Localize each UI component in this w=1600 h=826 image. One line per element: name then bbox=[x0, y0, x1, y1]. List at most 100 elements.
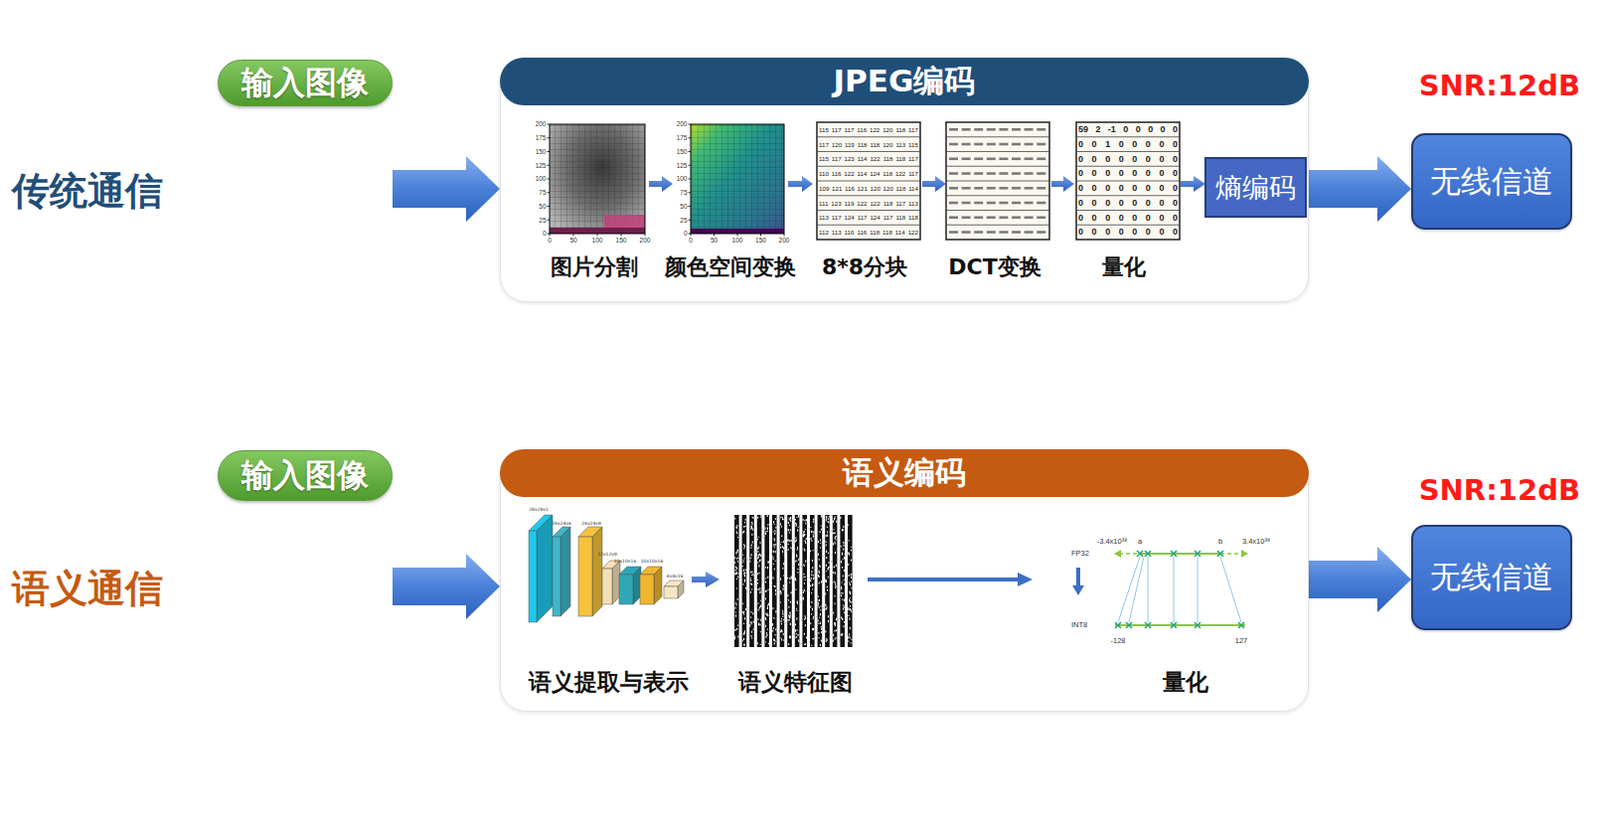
feature-speck bbox=[739, 528, 742, 531]
matrix-line bbox=[1076, 136, 1180, 138]
tick-label: 150 bbox=[676, 148, 688, 156]
feature-speck bbox=[744, 521, 746, 524]
feature-speck bbox=[809, 550, 811, 553]
feature-speck bbox=[825, 640, 827, 642]
feature-speck bbox=[848, 615, 850, 617]
feature-speck bbox=[736, 578, 738, 580]
tick-label: 200 bbox=[640, 236, 651, 244]
feature-speck bbox=[734, 637, 736, 640]
feature-speck bbox=[742, 565, 744, 567]
feature-speck bbox=[773, 557, 775, 560]
feature-speck bbox=[757, 561, 759, 563]
feature-speck bbox=[796, 516, 798, 518]
feature-speck bbox=[822, 537, 825, 540]
feature-speck bbox=[745, 572, 747, 574]
tick-mark bbox=[688, 219, 692, 221]
feature-speck bbox=[752, 540, 754, 543]
feature-speck bbox=[849, 608, 851, 611]
feature-speck bbox=[749, 624, 751, 627]
feature-bar bbox=[764, 514, 770, 647]
feature-speck bbox=[788, 528, 790, 531]
value-mark bbox=[998, 215, 1008, 219]
feature-speck bbox=[803, 549, 805, 552]
feature-speck bbox=[739, 520, 742, 523]
feature-speck bbox=[785, 606, 788, 609]
feature-speck bbox=[825, 515, 827, 518]
feature-speck bbox=[835, 520, 837, 523]
value-mark bbox=[961, 230, 971, 234]
feature-speck bbox=[738, 560, 741, 563]
axis-value: b bbox=[1218, 537, 1223, 547]
feature-speck bbox=[754, 573, 757, 576]
feature-speck bbox=[760, 514, 762, 516]
feature-speck bbox=[811, 584, 813, 587]
feature-speck bbox=[780, 637, 782, 639]
feature-speck bbox=[842, 604, 844, 606]
feature-speck bbox=[843, 583, 845, 585]
feature-speck bbox=[844, 634, 847, 637]
feature-speck bbox=[742, 583, 744, 585]
layer-block bbox=[536, 514, 553, 623]
block-arrow bbox=[1308, 546, 1412, 613]
feature-speck bbox=[816, 620, 819, 623]
feature-speck bbox=[812, 530, 814, 533]
feature-speck bbox=[848, 539, 850, 541]
matrix-line bbox=[816, 194, 921, 196]
feature-speck bbox=[809, 622, 811, 625]
feature-speck bbox=[735, 566, 737, 569]
feature-speck bbox=[751, 574, 753, 576]
feature-speck bbox=[826, 568, 828, 570]
tick-label: 75 bbox=[538, 188, 546, 196]
feature-speck bbox=[785, 522, 788, 525]
feature-speck bbox=[767, 606, 769, 609]
feature-speck bbox=[812, 638, 814, 640]
feature-speck bbox=[743, 525, 745, 527]
feature-speck bbox=[743, 557, 745, 559]
tick-mark bbox=[597, 233, 599, 237]
matrix-line bbox=[1076, 165, 1180, 167]
channel-box: 无线信道 bbox=[1411, 133, 1573, 230]
feature-speck bbox=[795, 579, 797, 581]
feature-bar bbox=[787, 514, 793, 647]
feature-speck bbox=[848, 633, 850, 636]
feature-speck bbox=[750, 527, 752, 530]
feature-speck bbox=[820, 514, 822, 517]
feature-speck bbox=[790, 546, 792, 549]
feature-speck bbox=[803, 576, 805, 578]
feature-speck bbox=[804, 624, 806, 627]
feature-speck bbox=[848, 599, 850, 602]
feature-speck bbox=[744, 545, 746, 548]
feature-speck bbox=[821, 538, 824, 541]
feature-speck bbox=[773, 530, 775, 532]
feature-speck bbox=[826, 639, 828, 640]
feature-speck bbox=[767, 527, 769, 530]
value-mark bbox=[973, 215, 983, 219]
feature-speck bbox=[817, 619, 819, 622]
feature-speck bbox=[810, 601, 812, 604]
axis-value: FP32 bbox=[1071, 549, 1090, 559]
matrix-line bbox=[946, 224, 1050, 226]
feature-speck bbox=[828, 566, 830, 568]
feature-speck bbox=[803, 618, 805, 621]
matrix-line bbox=[1076, 209, 1180, 211]
layer-block bbox=[619, 574, 634, 605]
feature-speck bbox=[739, 552, 742, 555]
feature-speck bbox=[736, 524, 738, 527]
tick-label: 200 bbox=[779, 236, 791, 244]
feature-speck bbox=[736, 628, 738, 631]
feature-speck bbox=[832, 581, 834, 583]
feature-speck bbox=[838, 640, 841, 642]
feature-speck bbox=[799, 559, 801, 562]
feature-speck bbox=[810, 530, 812, 533]
feature-speck bbox=[770, 537, 773, 540]
feature-speck bbox=[834, 595, 836, 598]
feature-speck bbox=[842, 558, 844, 560]
feature-speck bbox=[822, 607, 825, 610]
feature-speck bbox=[845, 640, 848, 643]
feature-speck bbox=[751, 526, 753, 528]
value-mark bbox=[961, 143, 971, 147]
feature-speck bbox=[804, 642, 806, 645]
feature-speck bbox=[767, 523, 769, 526]
feature-speck bbox=[812, 628, 814, 631]
